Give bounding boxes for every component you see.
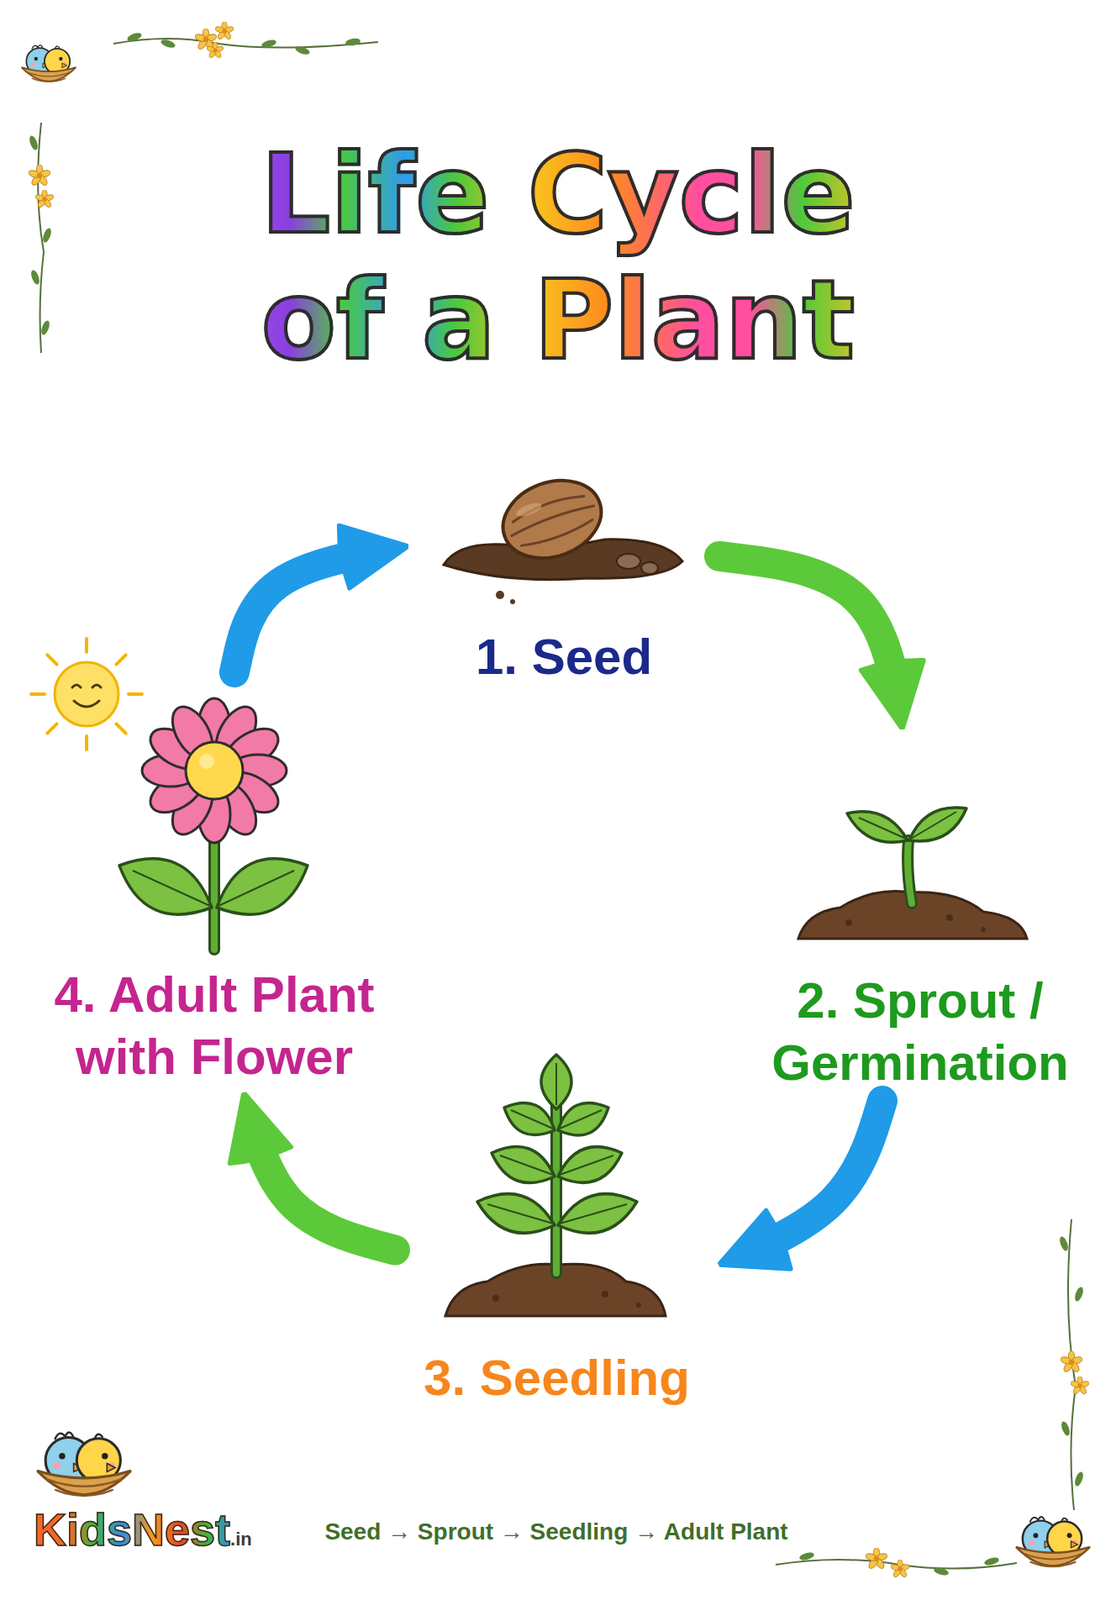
stage-label: 2. Sprout / Germination: [731, 969, 1110, 1095]
sun-icon: [84, 736, 89, 750]
cycle-arrow: [719, 556, 903, 730]
seedling-illustration: [636, 1302, 642, 1308]
vine-flower: [864, 1547, 889, 1570]
flowering-plant-illustration: [119, 698, 308, 950]
sprout-illustration: [907, 840, 912, 904]
seed-illustration: [443, 467, 683, 605]
vine-flower: [889, 1559, 911, 1580]
stage-label: 3. Seedling: [394, 1347, 719, 1410]
flowering-plant-illustration: [185, 742, 243, 800]
seedling-illustration: [492, 1294, 500, 1302]
seed-illustration: [492, 467, 613, 572]
seed-illustration: [492, 467, 613, 572]
corner-vine: [113, 38, 379, 48]
sun-icon: [115, 654, 126, 664]
stage-box: 2. Sprout / Germination: [731, 729, 1110, 1101]
vine-leaf: [1073, 1285, 1085, 1303]
seedling-illustration: [445, 1054, 666, 1317]
flowering-plant-illustration: [132, 870, 295, 906]
bird-nest-icon: [36, 1432, 132, 1496]
sprout-illustration: [980, 926, 986, 932]
sprout-illustration: [845, 919, 853, 927]
vine-flower: [205, 42, 225, 60]
vine-leaf: [1059, 1420, 1072, 1438]
sprout-illustration: [847, 811, 908, 843]
flowering-plant-illustration: [119, 858, 308, 915]
stage-label: 1. Seed: [408, 626, 720, 689]
flowering-plant-illustration: [119, 858, 212, 915]
flowering-plant-illustration: [208, 836, 221, 950]
vine-leaf: [27, 31, 1085, 1577]
vine-leaf: [29, 268, 42, 286]
vine-leaf: [27, 134, 40, 152]
vine-flower: [34, 189, 55, 210]
flowering-plant-illustration: [199, 753, 215, 769]
vine-leaf: [159, 37, 177, 50]
sprout-illustration: [946, 914, 953, 922]
seedling-illustration: [601, 1290, 609, 1298]
cycle-arrow: [243, 1092, 395, 1251]
vine-leaf: [1058, 1235, 1070, 1253]
sun-icon: [72, 684, 101, 688]
vine-leaf: [344, 36, 361, 47]
corner-vine: [37, 38, 1076, 1569]
stage-box: 3. Seedling: [394, 1050, 719, 1421]
sun-icon: [47, 654, 57, 664]
bird-nest-icon: [21, 45, 1090, 1568]
stage-label: 4. Adult Plant with Flower: [21, 963, 408, 1089]
seedling-illustration: [487, 1063, 627, 1224]
sprout-illustration: [909, 807, 967, 842]
sun-icon: [31, 692, 45, 696]
flowering-plant-illustration: [142, 698, 287, 843]
stage-box: 1. Seed: [408, 470, 720, 690]
vine-flower: [214, 21, 235, 42]
seed-illustration: [514, 500, 543, 520]
sprout-illustration: [858, 811, 957, 839]
sun-icon: [84, 638, 89, 653]
vine-leaf: [41, 226, 53, 244]
cycle-arrow: [234, 546, 409, 673]
vine-leaf: [798, 1551, 815, 1562]
vine-leaf: [260, 38, 277, 49]
stage-box: 4. Adult Plant with Flower: [21, 672, 408, 1093]
sun-icon: [31, 638, 143, 750]
sprout-illustration: [907, 840, 912, 904]
seed-illustration: [495, 590, 505, 600]
poster-title: Life Cycle of a Plant: [238, 131, 878, 384]
logo-text: KidsNest: [33, 1504, 231, 1555]
sun-icon: [31, 638, 143, 750]
vine-leaf: [126, 31, 143, 43]
vine-flower: [27, 21, 1090, 1580]
vine-leaf: [932, 1566, 949, 1577]
vine-flower: [27, 163, 52, 187]
sprout-illustration: [798, 807, 1027, 939]
seed-illustration: [510, 599, 516, 605]
sun-icon: [73, 700, 100, 707]
cycle-arrow: [718, 1100, 883, 1265]
seed-illustration: [641, 562, 659, 574]
sun-icon: [47, 723, 57, 733]
sun-icon: [115, 723, 126, 733]
vine-flower: [1059, 1350, 1084, 1374]
flowering-plant-illustration: [216, 858, 308, 915]
flowering-plant-illustration: [210, 836, 218, 950]
bird-nest-icon: [21, 45, 77, 83]
corner-vine: [37, 122, 44, 353]
brand-logo: KidsNest.in: [33, 1504, 253, 1555]
sun-icon: [54, 662, 119, 727]
bird-nest-icon: [1015, 1516, 1090, 1567]
logo-suffix: .in: [230, 1528, 253, 1550]
vine-leaf: [39, 319, 52, 337]
vine-flower: [1069, 1376, 1090, 1396]
seedling-illustration: [477, 1054, 637, 1233]
vine-leaf: [294, 44, 311, 57]
sun-icon: [128, 692, 143, 696]
seed-illustration: [505, 489, 600, 553]
vine-leaf: [1073, 1470, 1085, 1488]
seed-illustration: [616, 553, 641, 569]
sequence-caption: Seed → Sprout → Seedling → Adult Plant: [270, 1517, 843, 1547]
vine-leaf: [983, 1556, 1000, 1567]
